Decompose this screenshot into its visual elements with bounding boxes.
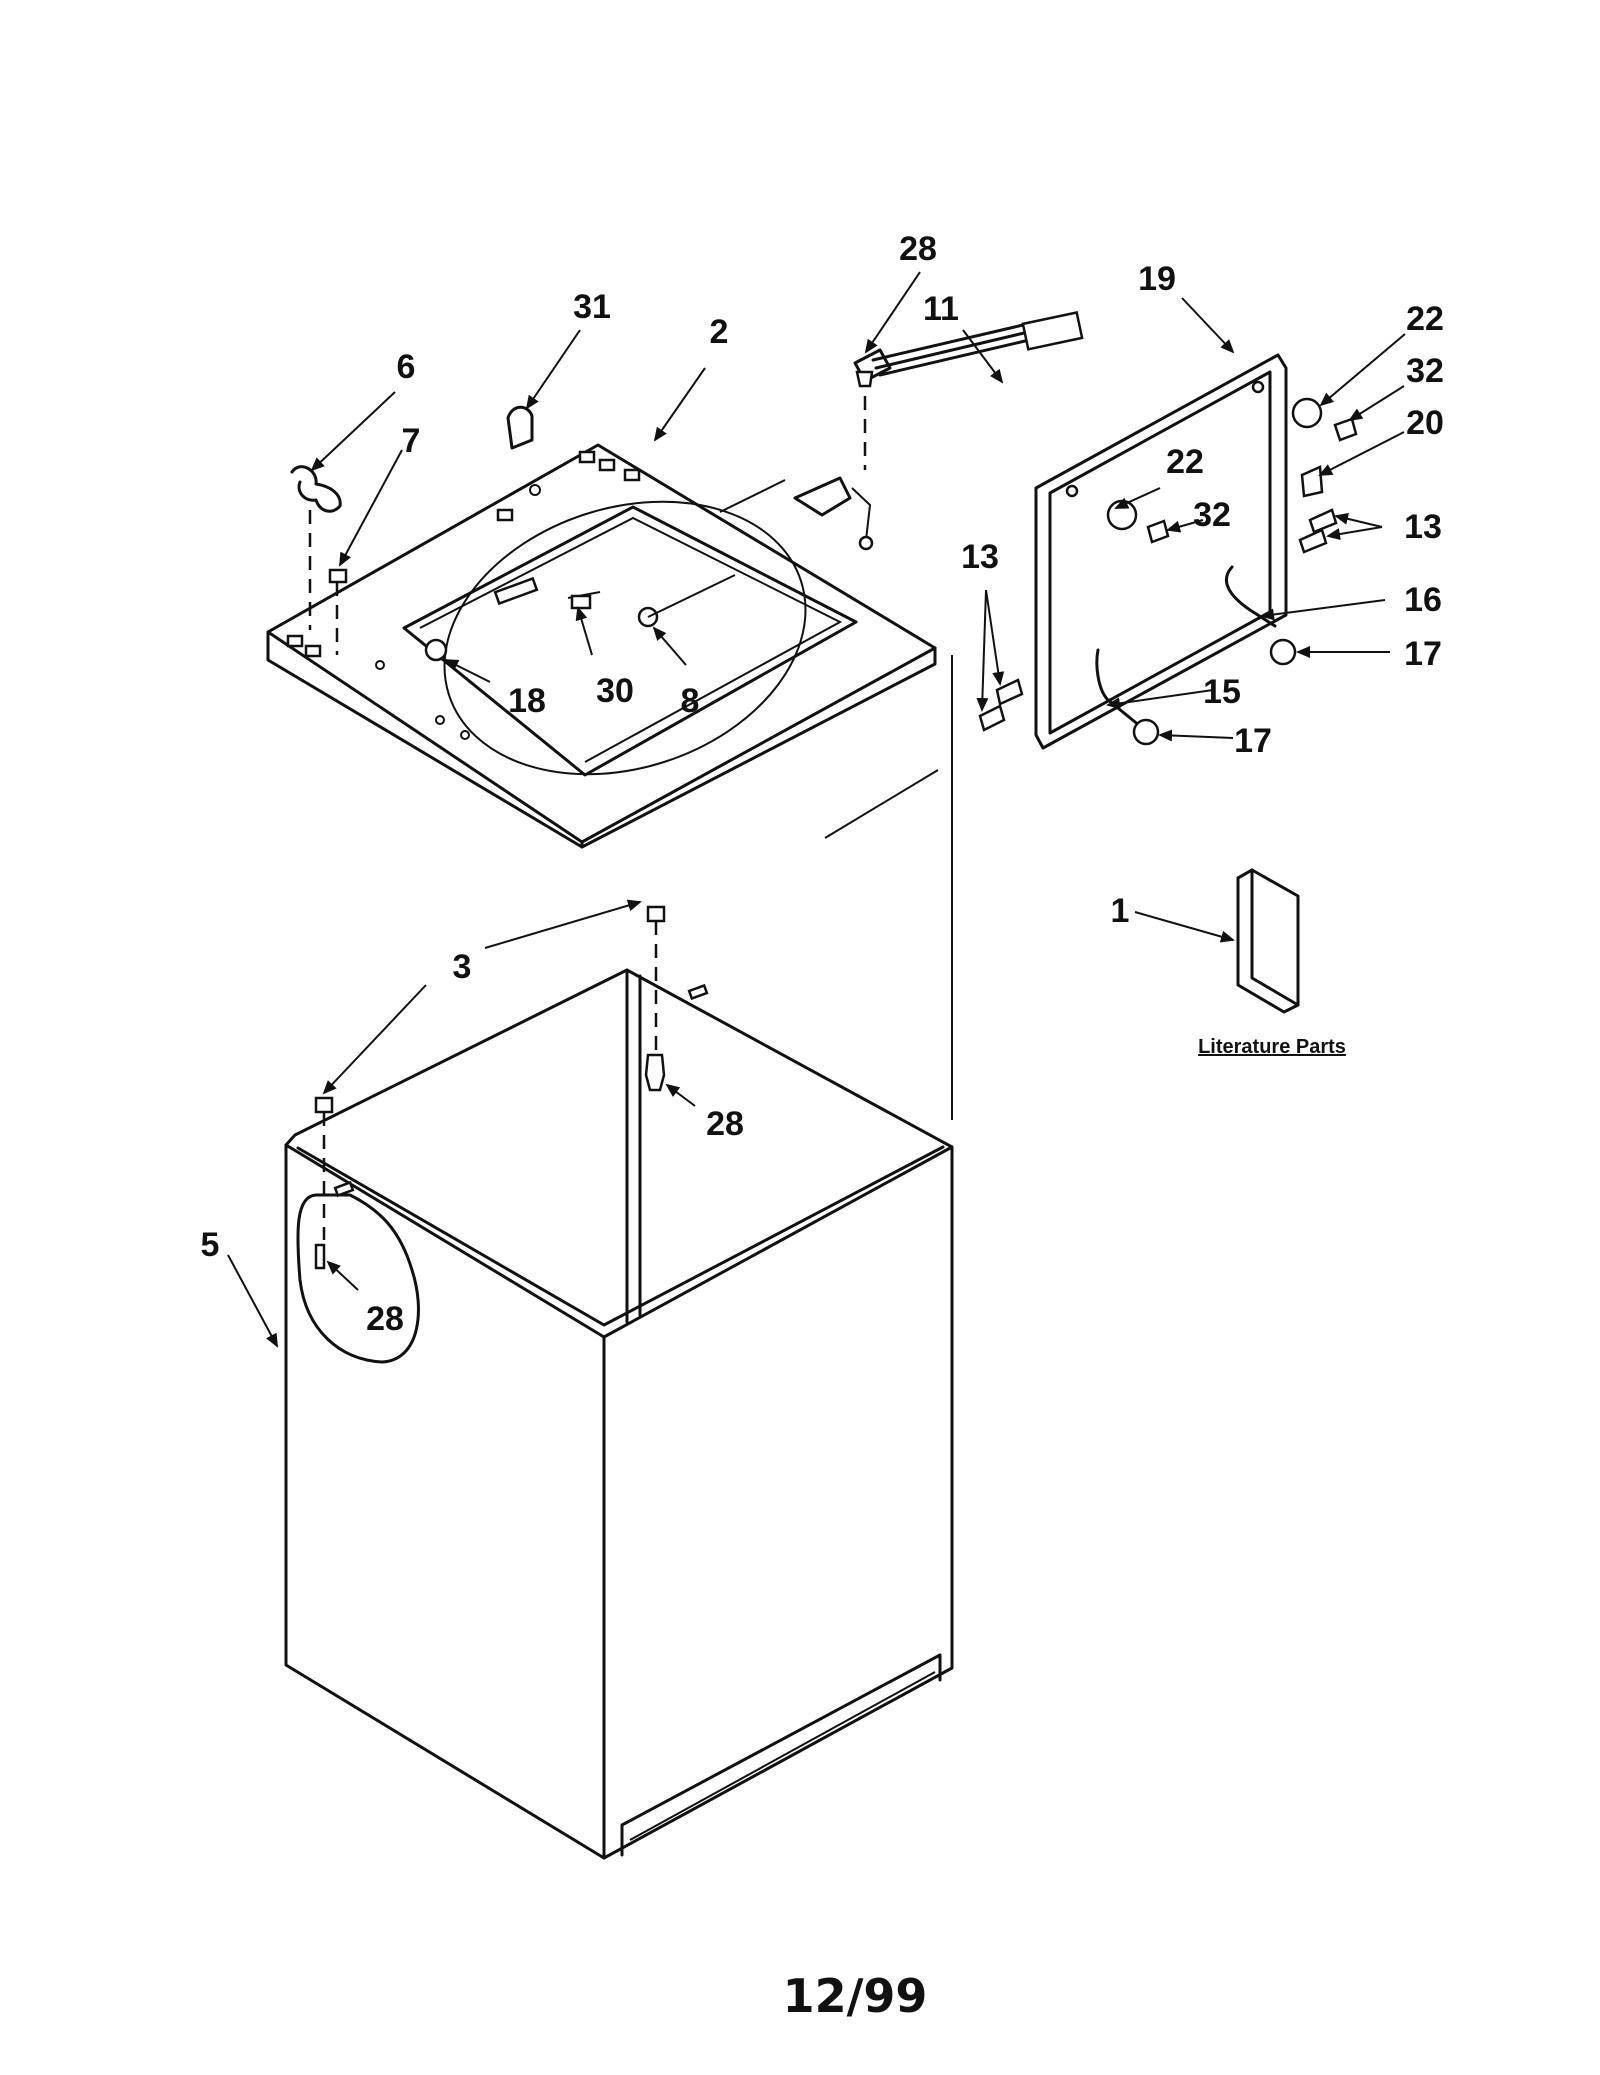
callout-28-mid: 28 [706,1105,744,1143]
literature-parts-book [1236,868,1300,1014]
callout-3: 3 [453,948,472,986]
callout-8: 8 [681,682,700,720]
callout-19: 19 [1138,260,1176,298]
callout-22-mid: 22 [1166,443,1204,481]
callout-32-top: 32 [1406,352,1444,390]
callout-labels: 28 11 19 22 32 20 31 2 6 7 22 32 13 13 1… [201,230,1444,1338]
callout-2: 2 [710,313,729,351]
callout-22-top: 22 [1406,300,1444,338]
callout-5: 5 [201,1226,220,1264]
control-panel-frame [978,353,1358,750]
callout-32-mid: 32 [1193,496,1231,534]
callout-13-left: 13 [961,538,999,576]
top-panel [266,443,937,849]
clip-parts [290,405,534,655]
callout-13-right: 13 [1404,508,1442,546]
callout-7: 7 [402,422,421,460]
callout-16: 16 [1404,581,1442,619]
callout-15: 15 [1203,673,1241,711]
callout-6: 6 [397,348,416,386]
callout-30: 30 [596,672,634,710]
callout-31: 31 [573,288,611,326]
callout-20: 20 [1406,404,1444,442]
wire-harness [793,310,1084,551]
callout-28-bottom: 28 [366,1300,404,1338]
callout-18: 18 [508,682,546,720]
cabinet [284,905,954,1860]
callout-28-top: 28 [899,230,937,268]
assembly-lines [719,479,953,1120]
leader-lines [227,271,1406,1348]
literature-parts-label: Literature Parts [1198,1036,1346,1058]
callout-11: 11 [923,290,959,328]
callout-1: 1 [1111,892,1130,930]
callout-17-top: 17 [1404,635,1442,673]
callout-17-bottom: 17 [1234,722,1272,760]
footer-date: 12/99 [783,1969,928,2023]
